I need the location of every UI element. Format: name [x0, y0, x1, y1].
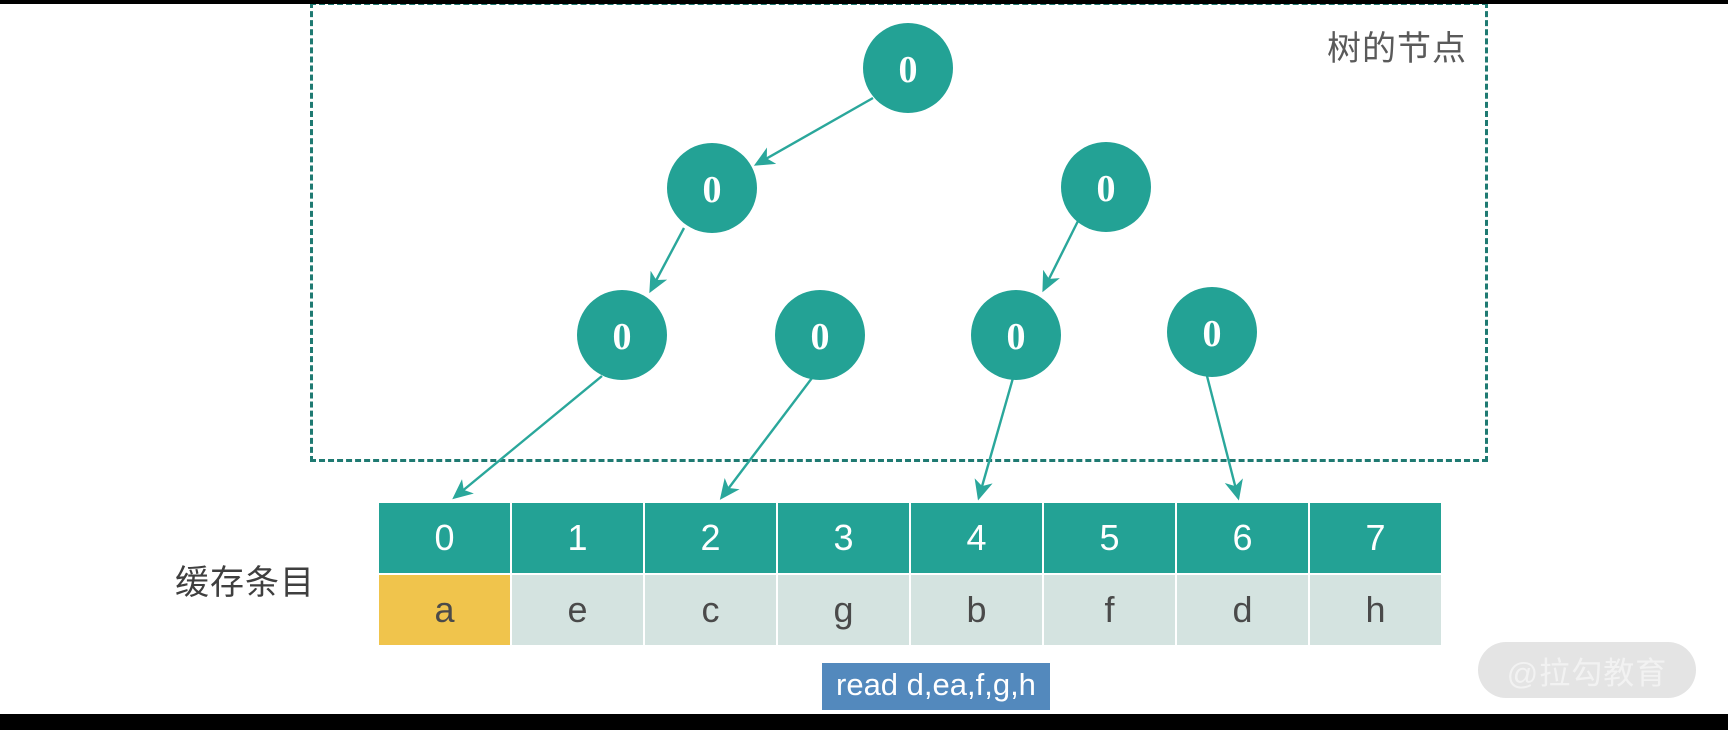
cache-entries-label: 缓存条目 — [175, 564, 315, 602]
cache-value-cell[interactable]: f — [1044, 575, 1175, 645]
letterbox-bottom — [0, 714, 1728, 730]
watermark-text: @拉勾教育 — [1506, 655, 1668, 691]
cache-value-cell[interactable]: d — [1177, 575, 1308, 645]
cache-index-cell[interactable]: 0 — [379, 503, 510, 573]
cache-entries-table: 0 1 2 3 4 5 6 7 a e c g b f d h — [379, 503, 1441, 645]
cache-index-cell[interactable]: 3 — [778, 503, 909, 573]
cache-index-cell[interactable]: 7 — [1310, 503, 1441, 573]
cache-value-cell[interactable]: a — [379, 575, 510, 645]
cache-value-cell[interactable]: b — [911, 575, 1042, 645]
cache-index-row: 0 1 2 3 4 5 6 7 — [379, 503, 1441, 573]
watermark-badge: @拉勾教育 — [1478, 642, 1696, 698]
read-operation-callout: read d,ea,f,g,h — [822, 663, 1050, 710]
cache-index-cell[interactable]: 6 — [1177, 503, 1308, 573]
tree-region-boundary: 树的节点 — [310, 2, 1488, 462]
cache-value-cell[interactable]: g — [778, 575, 909, 645]
cache-value-cell[interactable]: e — [512, 575, 643, 645]
cache-index-cell[interactable]: 4 — [911, 503, 1042, 573]
cache-index-cell[interactable]: 2 — [645, 503, 776, 573]
cache-value-cell[interactable]: c — [645, 575, 776, 645]
cache-index-cell[interactable]: 5 — [1044, 503, 1175, 573]
letterbox-top — [0, 0, 1728, 4]
cache-value-row: a e c g b f d h — [379, 575, 1441, 645]
cache-index-cell[interactable]: 1 — [512, 503, 643, 573]
tree-region-label: 树的节点 — [1327, 30, 1467, 68]
cache-value-cell[interactable]: h — [1310, 575, 1441, 645]
